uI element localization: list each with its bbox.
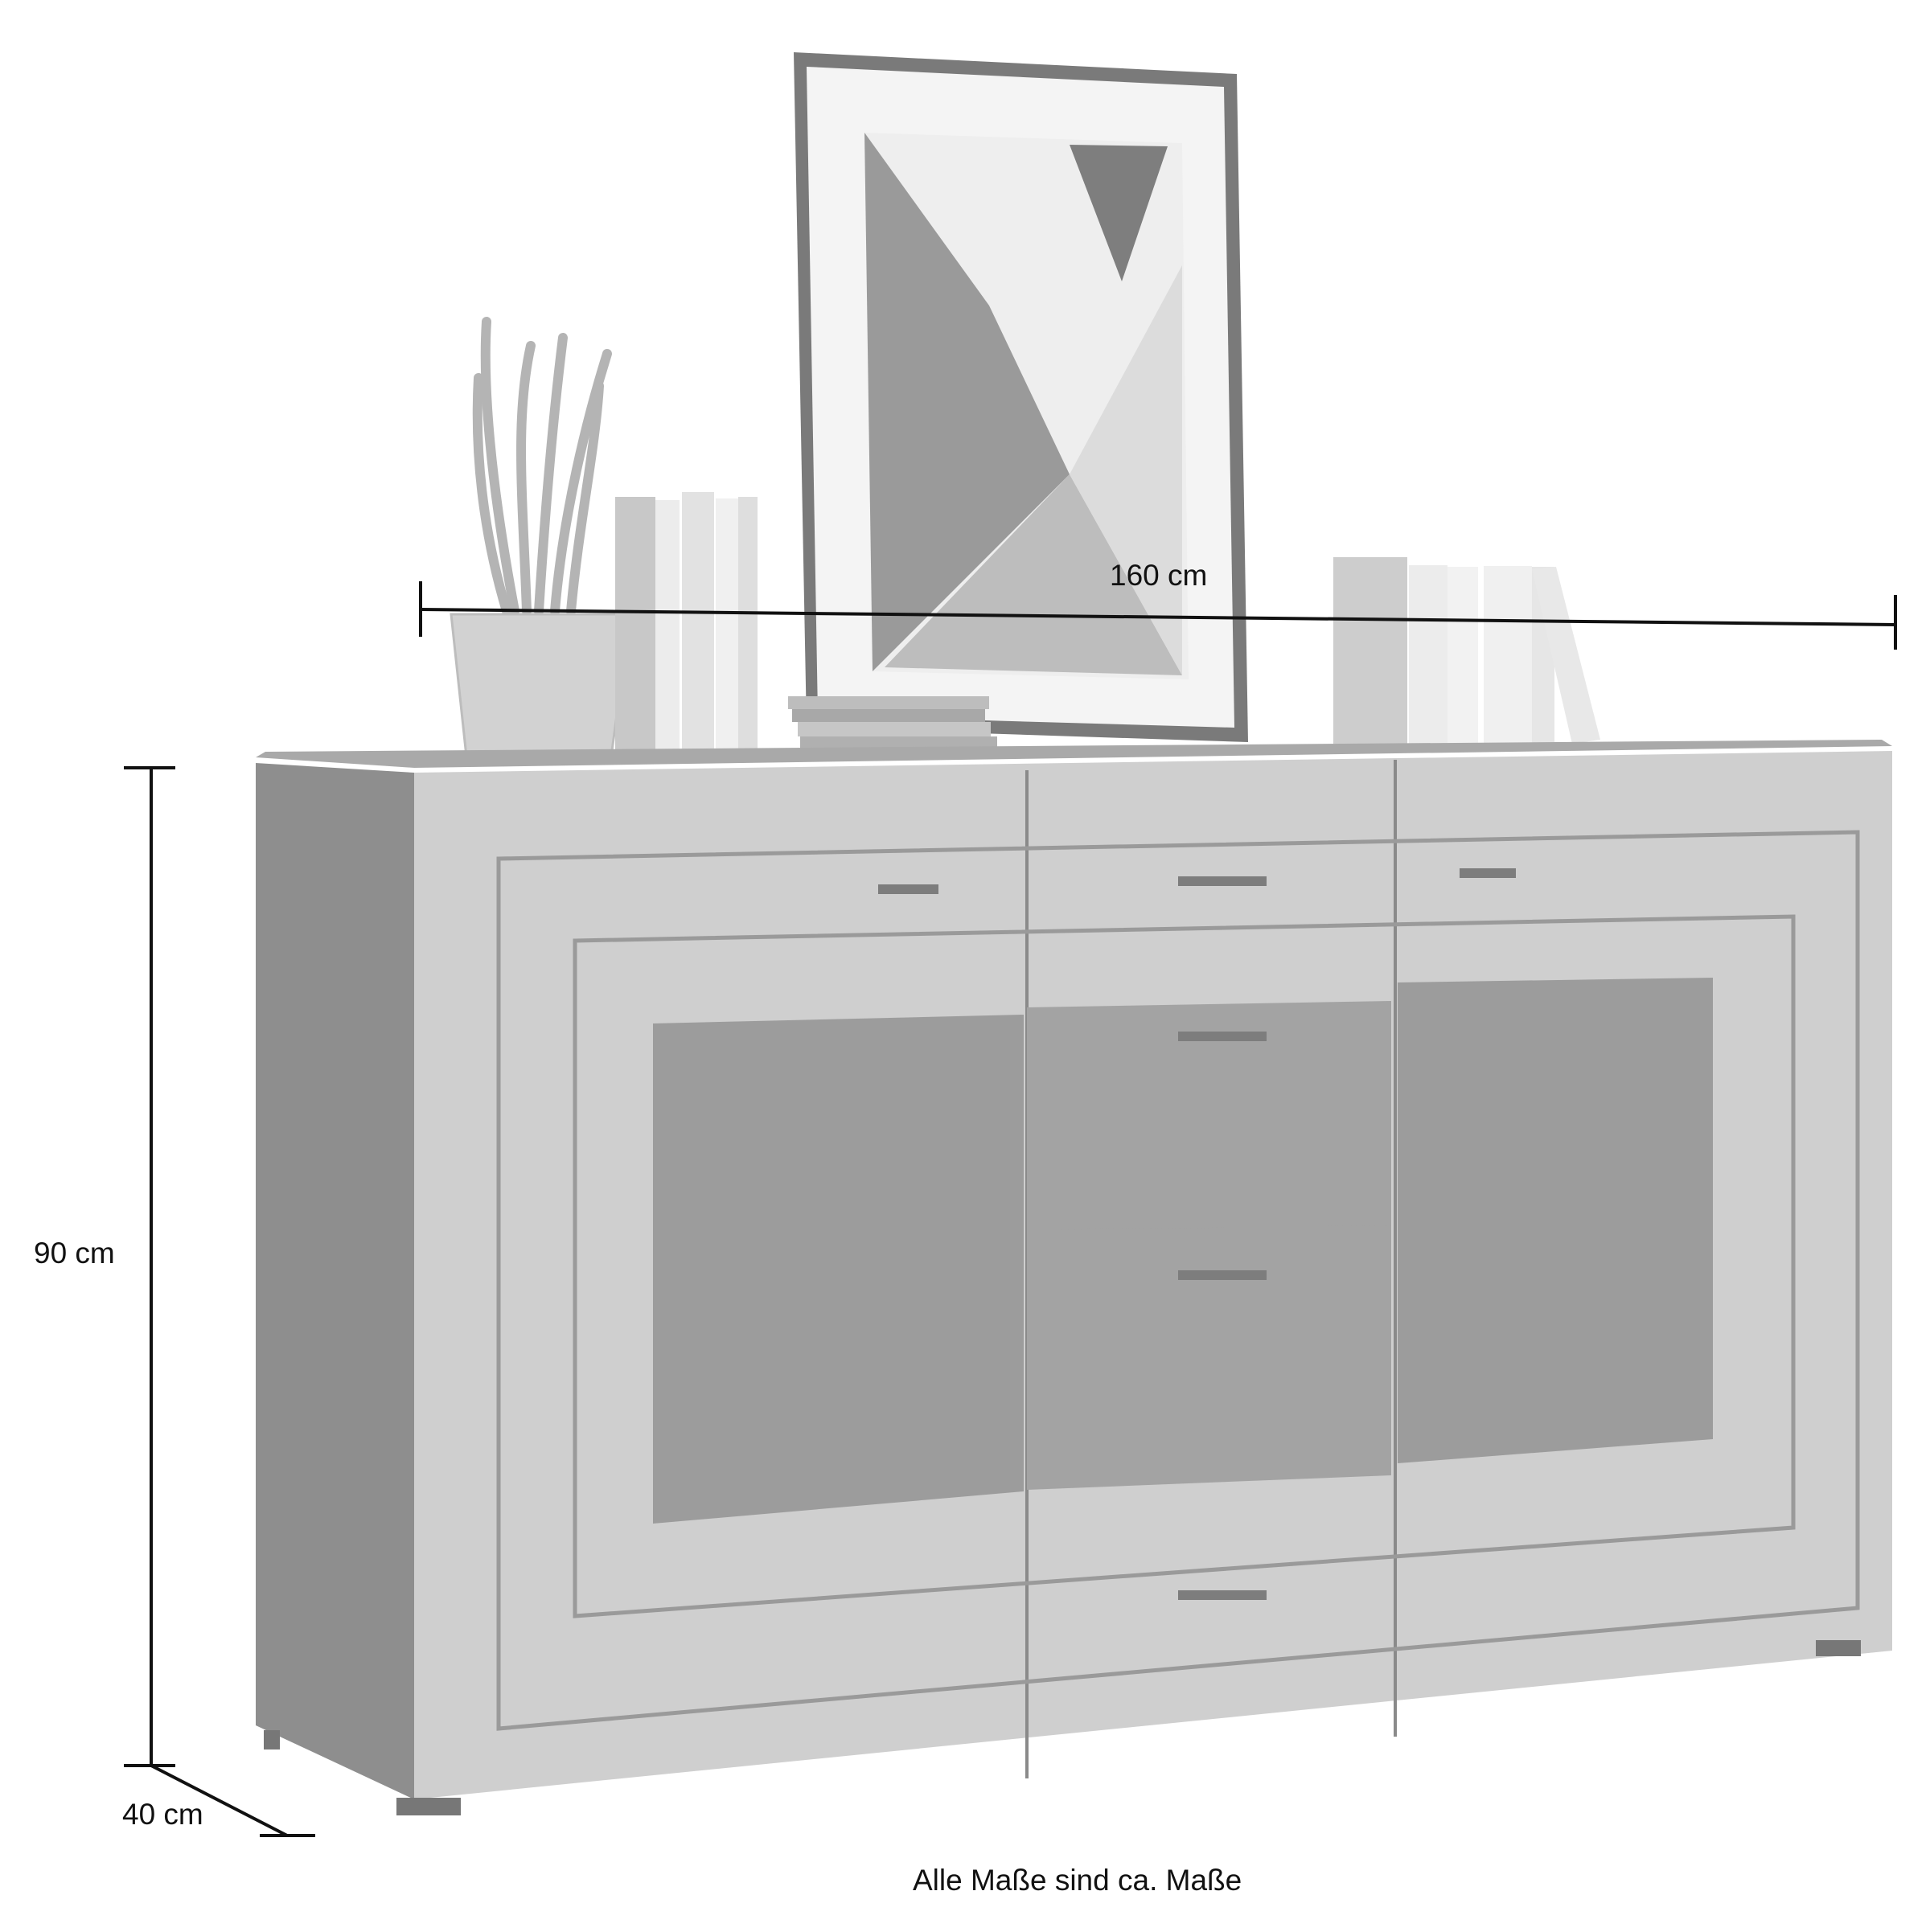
dimension-lines <box>124 581 1897 1837</box>
handles <box>878 868 1516 1600</box>
plant-pot <box>450 613 632 758</box>
foot <box>396 1798 461 1815</box>
glass-left <box>653 1015 1024 1524</box>
width-label: 160 cm <box>1110 559 1208 592</box>
books-stack <box>788 696 997 753</box>
sideboard <box>256 740 1892 1815</box>
width-line <box>420 608 1896 626</box>
depth-label: 40 cm <box>122 1798 203 1831</box>
foot <box>1816 1640 1861 1656</box>
depth-line <box>150 1764 288 1837</box>
drawer-upper <box>1027 1001 1391 1241</box>
drawer-lower <box>1027 1225 1391 1490</box>
books-left <box>615 492 758 761</box>
sideboard-side <box>256 763 414 1799</box>
foot <box>264 1730 280 1749</box>
height-label: 90 cm <box>34 1237 115 1270</box>
caption: Alle Maße sind ca. Maße <box>913 1864 1242 1897</box>
books-right <box>1333 557 1600 744</box>
glass-right <box>1398 978 1713 1463</box>
picture-frame <box>794 52 1248 742</box>
plant <box>472 317 612 616</box>
sideboard-top <box>256 740 1892 768</box>
